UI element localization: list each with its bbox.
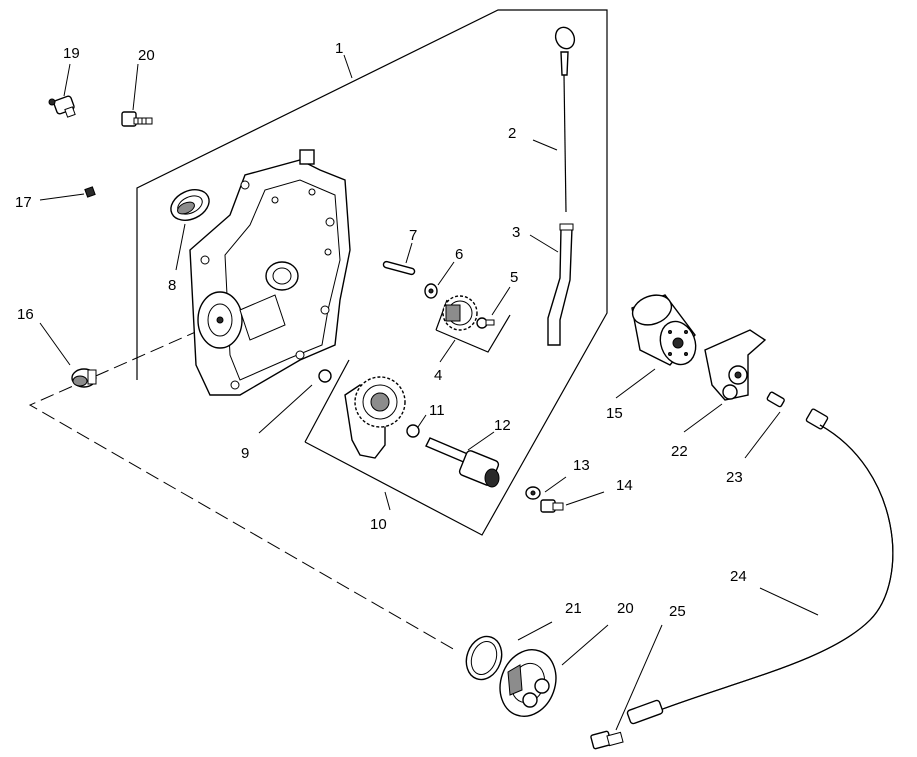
part-20-adapter bbox=[499, 649, 557, 717]
part-23-fitting bbox=[766, 391, 785, 408]
callout-9: 9 bbox=[241, 445, 249, 462]
callout-15: 15 bbox=[606, 405, 623, 422]
callout-labels: 1 19 20 2 17 3 7 6 8 5 16 4 15 11 12 9 2… bbox=[15, 40, 747, 620]
callout-11: 11 bbox=[429, 402, 445, 419]
callout-23: 23 bbox=[726, 469, 743, 486]
part-21-o-ring bbox=[465, 635, 503, 681]
part-24-hose bbox=[626, 408, 894, 725]
group-1-outline bbox=[136, 9, 608, 536]
callout-6: 6 bbox=[455, 246, 463, 263]
assembly-centerline bbox=[28, 329, 456, 651]
group-10-outline bbox=[304, 359, 350, 443]
callout-24: 24 bbox=[730, 568, 747, 585]
callout-2: 2 bbox=[508, 125, 516, 142]
part-8-oil-seal bbox=[170, 189, 210, 221]
callout-20-top: 20 bbox=[138, 47, 155, 64]
part-17-plug bbox=[84, 186, 96, 198]
part-3-dipstick-tube bbox=[547, 223, 574, 346]
callout-14: 14 bbox=[616, 477, 633, 494]
part-1-crankcase-cover bbox=[189, 149, 351, 396]
callout-8: 8 bbox=[168, 277, 176, 294]
callout-4: 4 bbox=[434, 367, 442, 384]
part-15-oil-filter bbox=[631, 294, 697, 366]
part-10-oil-pump bbox=[344, 376, 406, 459]
part-25-fitting bbox=[590, 730, 624, 750]
callout-1: 1 bbox=[335, 40, 343, 57]
part-13-washer bbox=[525, 486, 541, 500]
callout-12: 12 bbox=[494, 417, 511, 434]
part-19-pressure-switch bbox=[48, 95, 76, 118]
part-7-pin bbox=[382, 260, 416, 276]
part-20-bolt bbox=[121, 111, 153, 127]
part-2-dipstick bbox=[554, 26, 576, 213]
callout-3: 3 bbox=[512, 224, 520, 241]
part-22-filter-adapter bbox=[704, 329, 767, 401]
part-5-screw bbox=[476, 317, 495, 329]
callout-13: 13 bbox=[573, 457, 590, 474]
part-4-gear bbox=[442, 295, 478, 331]
part-11-o-ring bbox=[406, 424, 420, 438]
part-16-drain-plug bbox=[71, 368, 97, 388]
callout-10: 10 bbox=[370, 516, 387, 533]
callout-25: 25 bbox=[669, 603, 686, 620]
leader-lines bbox=[39, 54, 819, 731]
callout-22: 22 bbox=[671, 443, 688, 460]
callout-17: 17 bbox=[15, 194, 32, 211]
callout-19: 19 bbox=[63, 45, 80, 62]
part-6-washer bbox=[424, 283, 438, 299]
callout-20-bottom: 20 bbox=[617, 600, 634, 617]
callout-21: 21 bbox=[565, 600, 582, 617]
callout-7: 7 bbox=[409, 227, 417, 244]
callout-16: 16 bbox=[17, 306, 34, 323]
part-12-pickup bbox=[425, 437, 500, 488]
part-9-o-ring bbox=[318, 369, 332, 383]
part-14-bolt bbox=[540, 499, 564, 513]
callout-5: 5 bbox=[510, 269, 518, 286]
